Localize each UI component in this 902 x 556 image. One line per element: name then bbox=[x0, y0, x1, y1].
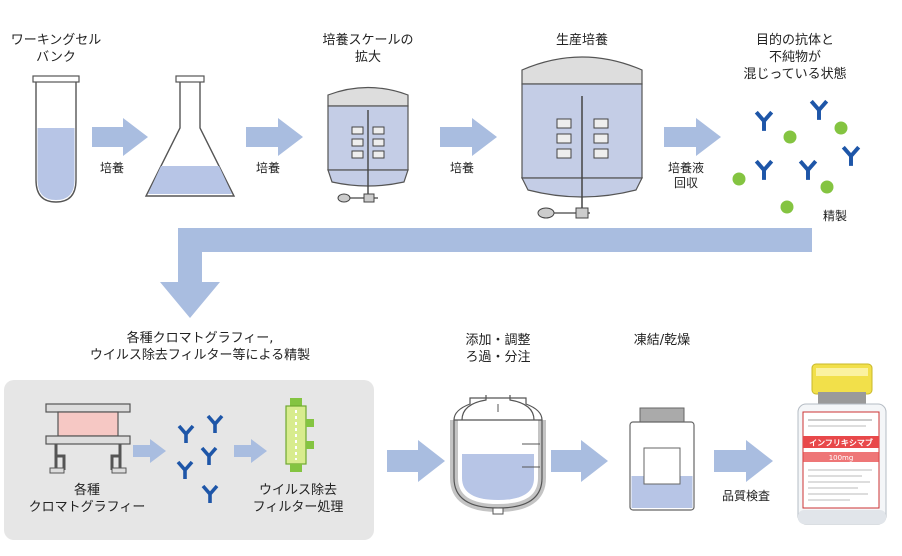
production-bioreactor-icon bbox=[521, 56, 643, 219]
antibody-icon bbox=[754, 110, 774, 132]
label-harvest: 培養液 回収 bbox=[667, 161, 704, 190]
arrow-3 bbox=[440, 118, 497, 156]
arrow-8 bbox=[551, 440, 608, 482]
impurity-dot bbox=[780, 200, 794, 214]
antibody-icon bbox=[809, 99, 829, 121]
antibody-icon bbox=[841, 145, 861, 167]
label-target-antibody-mixture: 目的の抗体と 不純物が 混じっている状態 bbox=[743, 33, 847, 82]
arrow-5 bbox=[133, 439, 166, 463]
label-virus-filter: ウイルス除去 フィルター処理 bbox=[252, 483, 344, 515]
label-working-cell-bank: ワーキングセル バンク bbox=[10, 33, 102, 65]
antibody-icon bbox=[754, 159, 774, 181]
purification-arrow bbox=[160, 228, 812, 318]
test-tube-icon bbox=[32, 75, 80, 203]
vial-dose-label: 100mg bbox=[829, 454, 854, 462]
label-production-culture: 生産培養 bbox=[555, 33, 608, 48]
flask-icon bbox=[144, 75, 236, 197]
small-bioreactor-icon bbox=[327, 86, 409, 203]
label-culture-1: 培養 bbox=[99, 161, 124, 175]
formulation-tank-icon bbox=[450, 395, 546, 515]
label-scale-up: 培養スケールの 拡大 bbox=[322, 33, 414, 65]
label-freeze-dry: 凍結/乾燥 bbox=[633, 333, 691, 348]
impurity-dot bbox=[783, 130, 797, 144]
arrow-7 bbox=[387, 440, 445, 482]
arrow-1 bbox=[92, 118, 148, 156]
chromatography-device-icon bbox=[45, 403, 131, 474]
label-purification: 精製 bbox=[822, 209, 847, 223]
virus-filter-icon bbox=[285, 398, 314, 472]
label-chromatography-title: 各種クロマトグラフィー, ウイルス除去フィルター等による精製 bbox=[89, 331, 311, 363]
arrow-2 bbox=[246, 118, 303, 156]
antibody-impurity-mixture bbox=[732, 99, 861, 214]
label-culture-3: 培養 bbox=[449, 161, 474, 175]
antibody-icon bbox=[798, 159, 818, 181]
vial-icon bbox=[629, 407, 695, 511]
vial-brand-label: インフリキシマブ bbox=[809, 438, 873, 448]
impurity-dot bbox=[834, 121, 848, 135]
impurity-dot bbox=[732, 172, 746, 186]
arrow-6 bbox=[234, 439, 267, 463]
product-vial-image: インフリキシマブ 100mg bbox=[797, 363, 887, 525]
label-quality-inspection: 品質検査 bbox=[721, 489, 770, 503]
impurity-dot bbox=[820, 180, 834, 194]
label-culture-2: 培養 bbox=[255, 161, 280, 175]
arrow-9 bbox=[714, 440, 773, 482]
label-formulation: 添加・調整 ろ過・分注 bbox=[465, 333, 531, 365]
arrow-4 bbox=[664, 118, 721, 156]
label-chromatography-device: 各種 クロマトグラフィー bbox=[28, 483, 146, 515]
